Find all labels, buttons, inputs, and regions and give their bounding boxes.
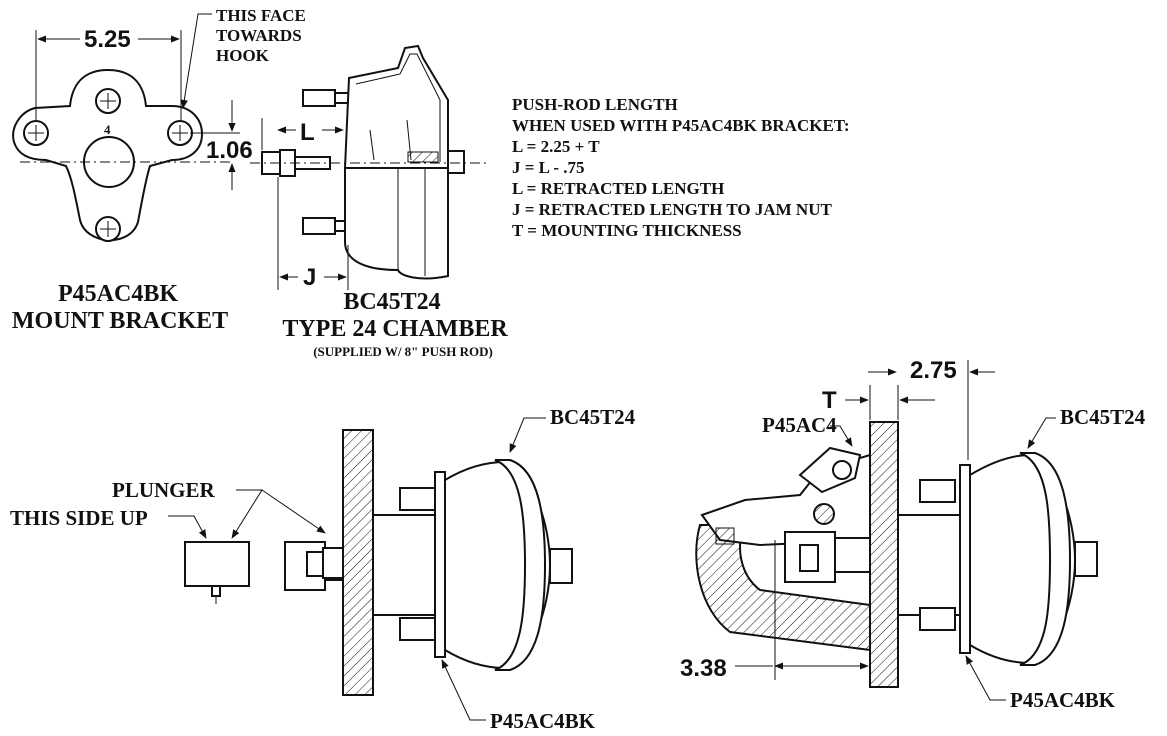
face-note-line-3: HOOK <box>216 46 270 65</box>
plunger <box>184 541 250 587</box>
notes-heading: PUSH-ROD LENGTH <box>512 95 678 114</box>
reach-dimension: 3.38 <box>680 655 727 682</box>
formula-l: L = 2.25 + T <box>512 137 600 156</box>
stud-nut-lower <box>399 617 436 641</box>
formula-j: J = L - .75 <box>512 158 585 177</box>
mounting-plate-section <box>342 429 374 696</box>
pushrod-end-right <box>1074 541 1098 577</box>
side-view-plunger: THIS SIDE UP PLUNGER BC45T24 P45AC4BK <box>10 405 636 733</box>
face-note-line-2: TOWARDS <box>216 26 302 45</box>
chamber-callout: BC45T24 <box>550 405 636 429</box>
stud-nut-top <box>302 89 336 107</box>
definition-j: J = RETRACTED LENGTH TO JAM NUT <box>512 200 832 219</box>
chamber-upper-section <box>343 44 449 169</box>
pushrod-stub <box>447 150 465 174</box>
depth-dimension: 2.75 <box>910 357 957 384</box>
definition-t: T = MOUNTING THICKNESS <box>512 221 742 240</box>
bracket-center-mark: 4 <box>104 122 111 137</box>
chamber-callout-right: BC45T24 <box>1060 405 1146 429</box>
bracket-boss-right <box>897 514 961 616</box>
coupler-latch <box>798 446 862 494</box>
bracket-callout-right: P45AC4BK <box>1010 688 1116 712</box>
thickness-t-dimension: T <box>822 387 837 414</box>
drawbar-hook-section <box>695 524 871 652</box>
stud-nut-bottom <box>302 217 336 235</box>
length-l-dimension: L <box>300 119 315 146</box>
bracket-part-number: P45AC4BK <box>58 281 178 307</box>
side-view-coupler: P45AC4 T 2.75 BC45T24 3.38 P45AC4BK <box>680 357 1146 712</box>
chamber-part-number: BC45T24 <box>343 289 440 315</box>
bracket-boss <box>372 514 436 616</box>
pushrod-length-notes: PUSH-ROD LENGTH WHEN USED WITH P45AC4BK … <box>512 95 850 240</box>
plunger-label: PLUNGER <box>112 478 216 502</box>
pushrod-supplied-note: (SUPPLIED W/ 8" PUSH ROD) <box>313 344 493 359</box>
length-j-dimension: J <box>303 264 316 291</box>
stud-nut-upper <box>399 487 436 511</box>
bracket-callout: P45AC4BK <box>490 709 596 733</box>
bracket-part-name: MOUNT BRACKET <box>12 308 228 334</box>
face-note-line-1: THIS FACE <box>216 6 306 25</box>
chamber-section-view: L J BC45T24 TYPE 24 CHAMBER (SUPPLIED W/… <box>250 44 508 359</box>
definition-l: L = RETRACTED LENGTH <box>512 179 724 198</box>
bracket-width-dimension: 5.25 <box>84 26 131 53</box>
notes-subheading: WHEN USED WITH P45AC4BK BRACKET: <box>512 116 850 135</box>
chamber-part-name: TYPE 24 CHAMBER <box>282 316 508 342</box>
pushrod-end <box>549 548 573 584</box>
bracket-flange-right <box>959 464 971 654</box>
chamber-lower-body <box>344 167 449 280</box>
mount-bracket-view: 4 5.25 THIS FACE TOWARDS HOOK 1.06 P45AC… <box>12 6 306 334</box>
bracket-offset-dimension: 1.06 <box>206 137 253 164</box>
bracket-flange <box>434 471 446 658</box>
hook-callout: P45AC4 <box>762 413 837 437</box>
mounting-plate-section-right <box>869 421 899 688</box>
this-side-up-label: THIS SIDE UP <box>10 506 148 530</box>
